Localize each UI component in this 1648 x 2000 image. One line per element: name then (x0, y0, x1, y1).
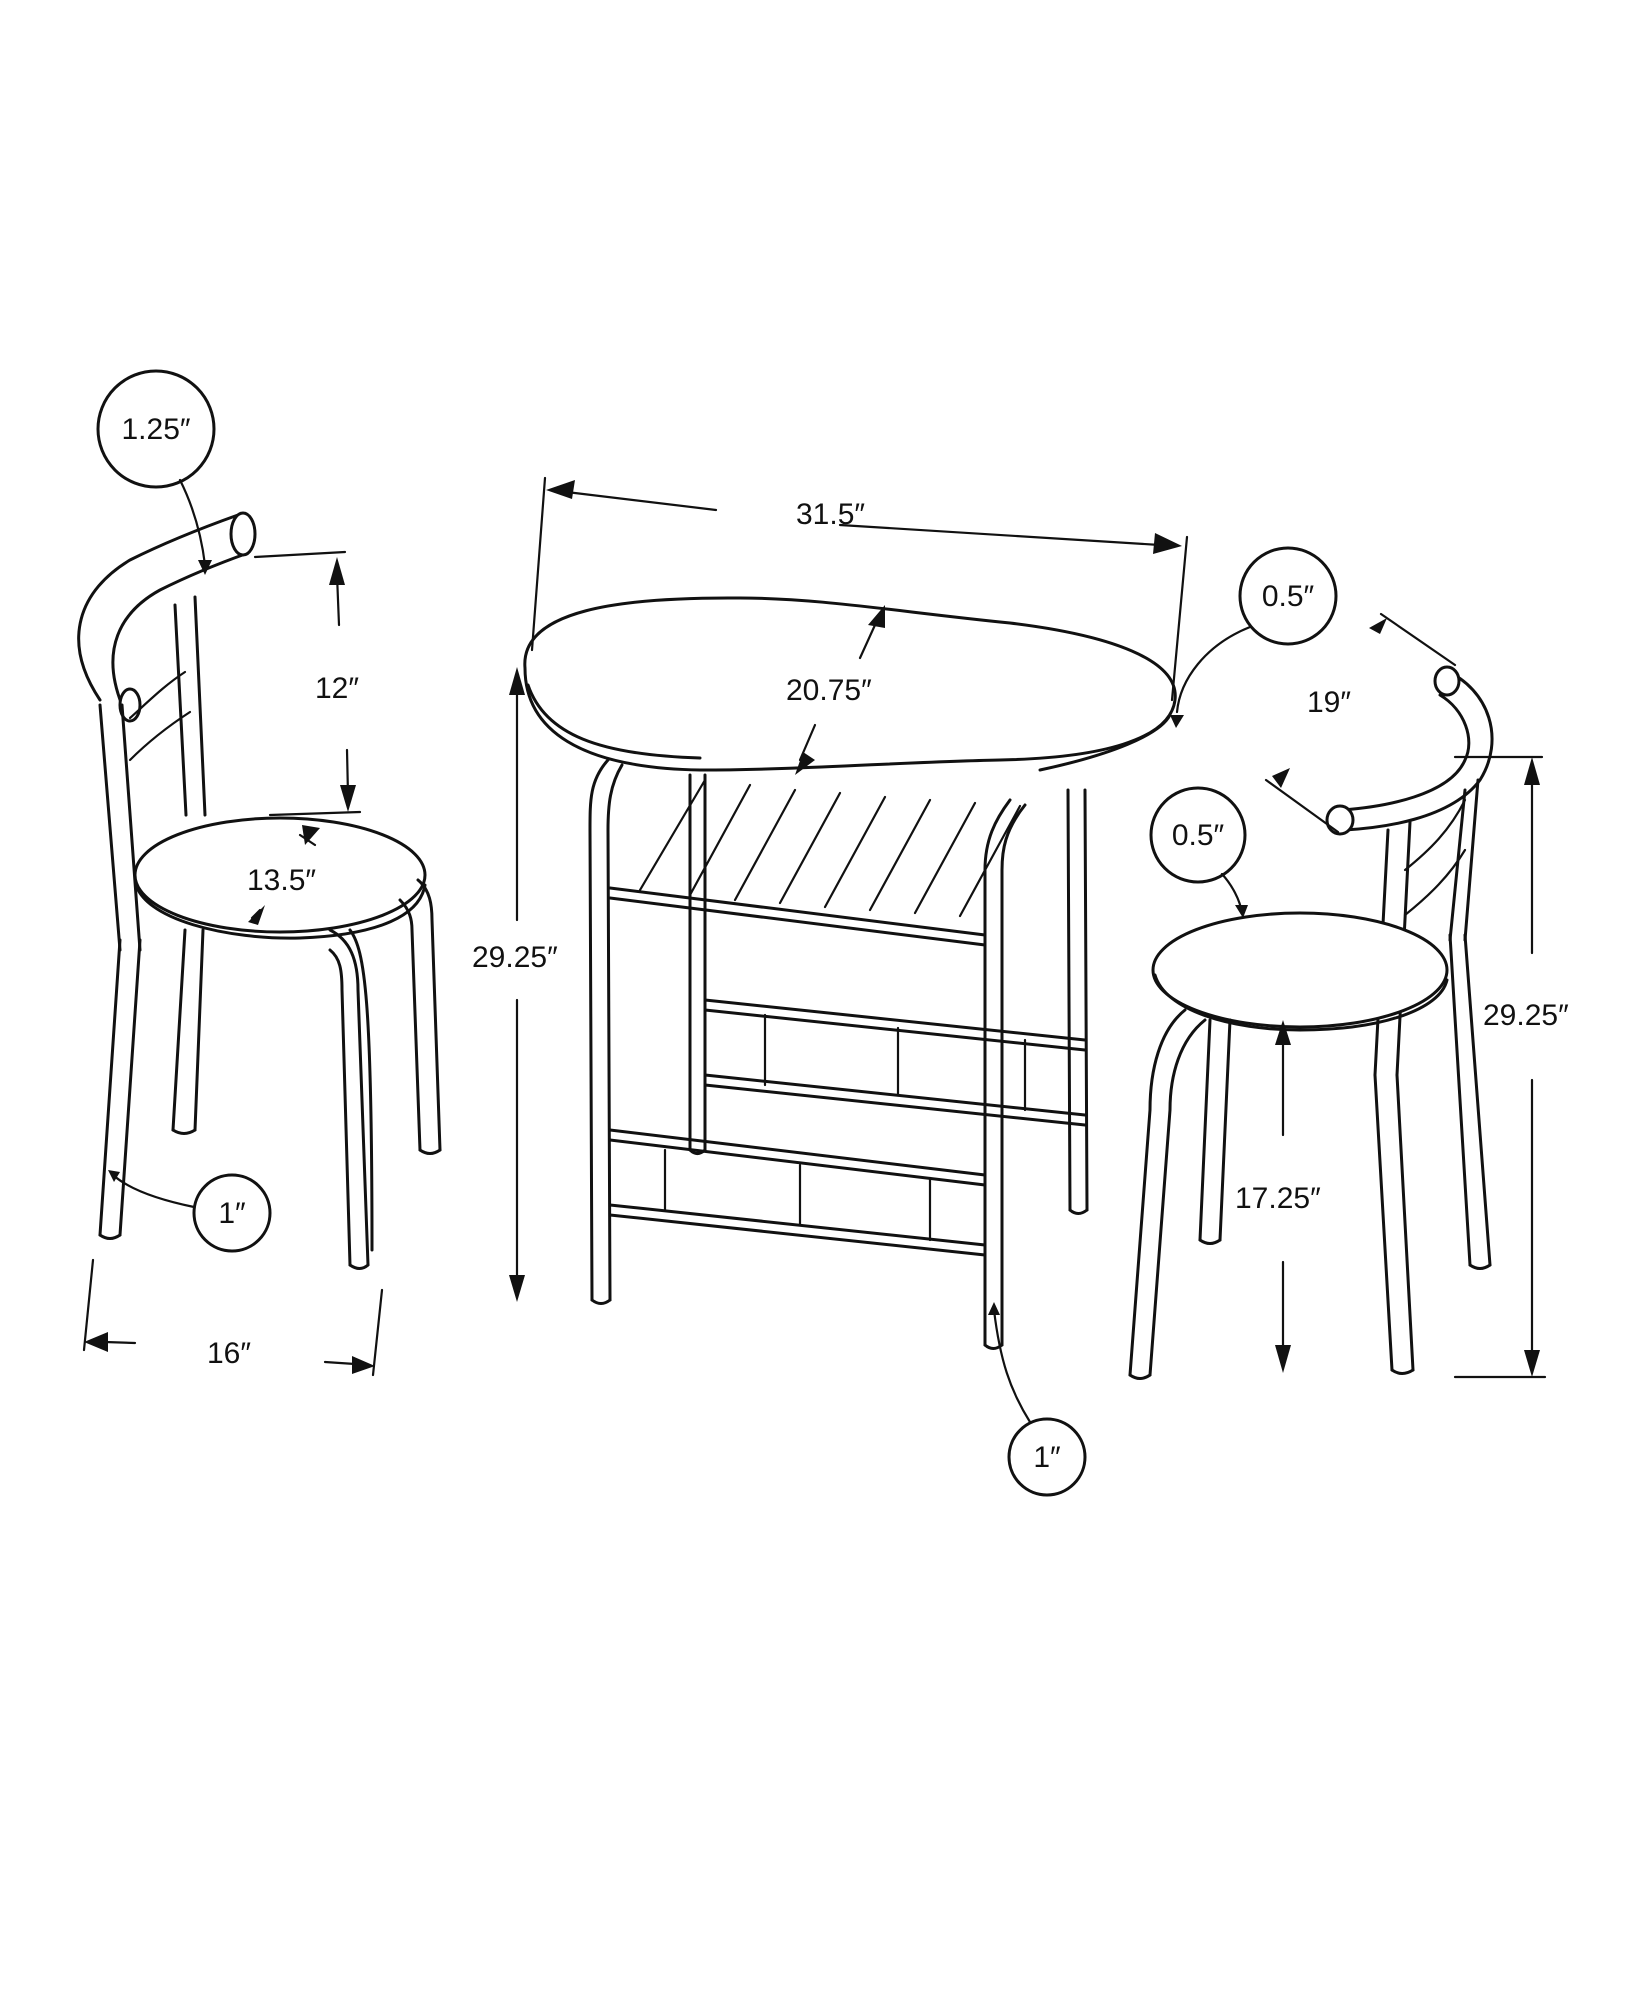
dim-right-chair-back-width: 19″ (1264, 612, 1457, 834)
callout-table-top-thickness: 0.5″ (1170, 546, 1338, 728)
svg-text:17.25″: 17.25″ (1235, 1182, 1321, 1215)
table-drawing (523, 596, 1177, 1350)
svg-text:12″: 12″ (315, 672, 359, 705)
callout-left-chair-tube: 1.25″ (96, 369, 216, 575)
dim-right-chair-seat-height: 17.25″ (1235, 1020, 1321, 1373)
svg-text:29.25″: 29.25″ (1483, 999, 1569, 1032)
svg-text:29.25″: 29.25″ (472, 941, 558, 974)
svg-text:1″: 1″ (1033, 1441, 1061, 1474)
svg-text:19″: 19″ (1307, 686, 1351, 719)
left-chair-drawing (77, 511, 442, 1270)
dim-left-chair-back-height: 12″ (253, 550, 362, 817)
dim-left-chair-seat-diameter: 13.5″ (247, 825, 320, 925)
svg-text:13.5″: 13.5″ (247, 864, 316, 897)
svg-text:1″: 1″ (218, 1197, 246, 1230)
dim-right-chair-overall-height: 29.25″ (1453, 755, 1569, 1379)
dim-table-depth: 20.75″ (786, 605, 885, 775)
right-chair-drawing (1128, 665, 1494, 1380)
dim-left-chair-footprint: 16″ (82, 1258, 384, 1377)
svg-text:0.5″: 0.5″ (1172, 819, 1225, 852)
svg-text:0.5″: 0.5″ (1262, 580, 1315, 613)
dim-table-width: 31.5″ (530, 476, 1189, 702)
callout-left-chair-leg: 1″ (108, 1170, 272, 1253)
callout-right-chair-seat: 0.5″ (1149, 786, 1248, 918)
svg-text:16″: 16″ (207, 1337, 251, 1370)
callout-table-leg: 1″ (988, 1302, 1087, 1497)
svg-text:20.75″: 20.75″ (786, 674, 872, 707)
svg-text:1.25″: 1.25″ (121, 413, 190, 446)
dim-table-height: 29.25″ (472, 667, 558, 1302)
svg-text:31.5″: 31.5″ (796, 498, 865, 531)
